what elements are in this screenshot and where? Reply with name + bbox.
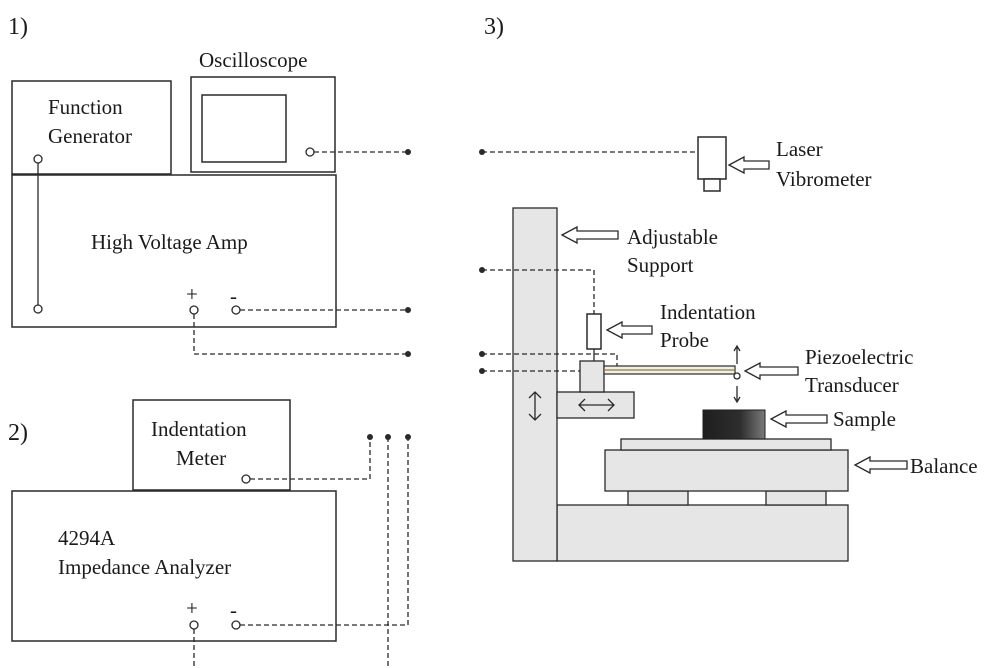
amp-minus-port	[231, 305, 241, 315]
amp-plus-wire	[193, 314, 408, 355]
amp-plus-sign: +	[186, 282, 198, 306]
indentation-meter-label-line1: Indentation	[151, 417, 247, 441]
probe-label-line1: Indentation	[660, 300, 756, 324]
vertical-adjust-icon	[528, 391, 542, 421]
support-label-line1: Adjustable	[627, 225, 718, 249]
balance-foot-right	[765, 490, 827, 506]
amp-minus-sign: -	[230, 284, 237, 308]
laser-pointer-arrow	[727, 155, 770, 175]
balance-pointer-arrow	[853, 455, 908, 475]
probe-holder	[579, 360, 605, 393]
sample-block	[702, 409, 766, 440]
analyzer-plus-sign: +	[186, 596, 198, 620]
laser-label-line2: Vibrometer	[776, 167, 872, 191]
meter-wire	[250, 437, 371, 480]
balance-foot-left	[627, 490, 689, 506]
probe-tip	[733, 372, 741, 380]
transducer-pointer-arrow	[743, 361, 799, 381]
panel-1-label: 1)	[8, 14, 28, 40]
panel-2-label: 2)	[8, 420, 28, 446]
function-generator-port	[33, 154, 43, 164]
function-generator-label-line2: Generator	[48, 124, 132, 148]
horizontal-adjust-icon	[578, 398, 615, 412]
analyzer-minus-wire	[240, 437, 409, 626]
analyzer-plus-port	[189, 620, 199, 630]
amp-minus-terminal	[405, 307, 411, 313]
panel-3-label: 3)	[484, 14, 504, 40]
vibration-down-arrow	[733, 386, 741, 404]
adjustable-support-column	[512, 207, 558, 562]
sample-pointer-arrow	[769, 409, 828, 429]
transducer-wire-top	[482, 353, 618, 366]
oscilloscope-port	[305, 147, 315, 157]
oscilloscope-terminal	[405, 149, 411, 155]
impedance-analyzer-box	[11, 490, 337, 642]
amp-plus-terminal	[405, 351, 411, 357]
indentation-meter-port	[241, 474, 251, 484]
analyzer-minus-port	[231, 620, 241, 630]
laser-vibrometer-head	[697, 136, 727, 180]
amp-plus-port	[189, 305, 199, 315]
laser-label-line1: Laser	[776, 137, 823, 161]
base-plate	[556, 504, 849, 562]
probe-wire	[482, 269, 595, 314]
impedance-analyzer-label-line1: 4294A	[58, 526, 116, 550]
amp-input-port	[33, 304, 43, 314]
balance-label: Balance	[910, 454, 978, 478]
indentation-meter-label-line2: Meter	[176, 446, 226, 470]
laser-vibrometer-lens	[703, 178, 721, 192]
oscilloscope-screen	[201, 94, 287, 163]
transducer-label-line1: Piezoelectric	[805, 345, 913, 369]
high-voltage-amp-box	[11, 174, 337, 328]
impedance-analyzer-label-line2: Impedance Analyzer	[58, 555, 231, 579]
support-pointer-arrow	[560, 225, 619, 245]
indentation-probe-body	[586, 313, 602, 350]
balance-pan	[620, 438, 832, 451]
probe-label-line2: Probe	[660, 328, 709, 352]
support-label-line2: Support	[627, 253, 694, 277]
oscilloscope-label: Oscilloscope	[199, 48, 307, 72]
transducer-label-line2: Transducer	[805, 373, 899, 397]
function-generator-label-line1: Function	[48, 95, 123, 119]
vibration-up-arrow	[733, 344, 741, 364]
sample-label: Sample	[833, 407, 896, 431]
high-voltage-amp-label: High Voltage Amp	[91, 230, 248, 254]
probe-pointer-arrow	[605, 320, 653, 340]
analyzer-minus-sign: -	[230, 598, 237, 622]
balance-body	[604, 449, 849, 492]
indentation-meter-box	[132, 399, 291, 491]
